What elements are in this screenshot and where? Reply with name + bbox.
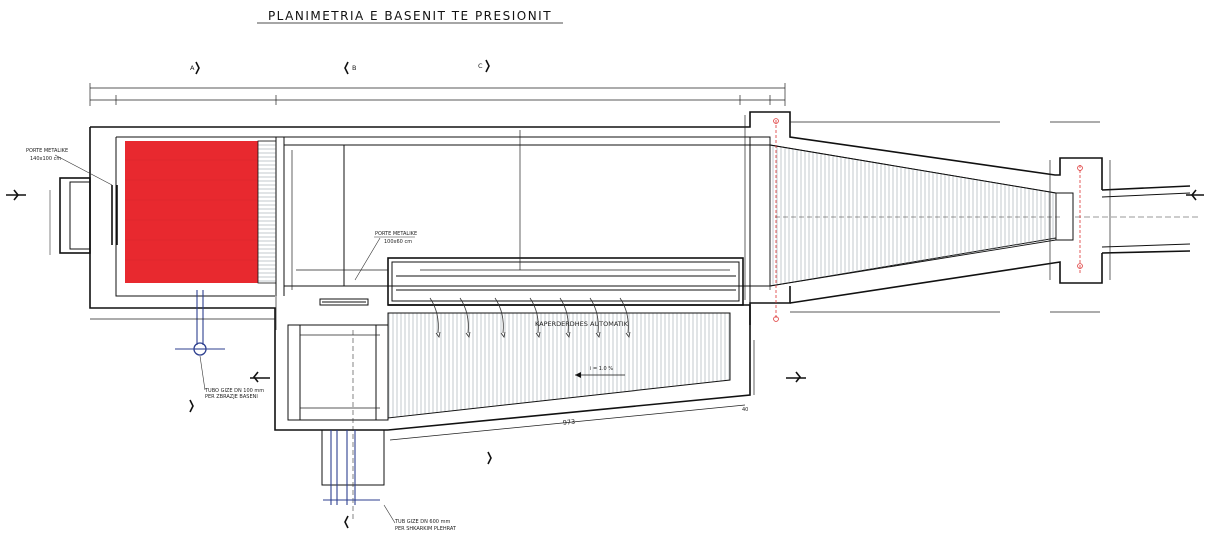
svg-text:A: A — [190, 64, 195, 72]
section-markers: A B C — [6, 59, 1204, 529]
dim-right-label: 40 — [742, 407, 748, 413]
svg-text:B: B — [352, 64, 356, 72]
slope-label: i = 1.0 % — [590, 366, 613, 372]
drawing-title: PLANIMETRIA E BASENIT TE PRESIONIT — [268, 9, 552, 23]
tubo-left-label: TUBO GIZE DN 100 mm — [204, 388, 264, 394]
porte-mid-label: PORTE METALIKE — [375, 231, 417, 237]
tubo-bottom-label-2: PER SHKARKIM PLEHRAT — [395, 526, 457, 532]
top-dimensions — [89, 83, 786, 106]
slope-arrow — [575, 372, 625, 378]
basin-walls — [49, 111, 1200, 520]
tubo-bottom-label: TUB GIZE DN 600 mm — [394, 519, 450, 525]
red-markers — [773, 118, 1083, 322]
red-zone — [125, 141, 258, 283]
porte-top-size: 140x100 cm — [30, 156, 61, 162]
svg-text:C: C — [478, 62, 483, 70]
kapercyes-label: KAPERDERDHES AUTOMATIK — [535, 320, 629, 328]
flap-arcs — [429, 297, 631, 338]
porte-top-label: PORTE METALIKE — [26, 148, 68, 154]
tubo-left-label-2: PER ZBRAZJE BASENI — [205, 394, 258, 400]
red-zone-grid — [125, 159, 258, 261]
inner-dimensions — [90, 115, 1111, 441]
screen-grille — [257, 140, 277, 284]
middle-gate — [319, 237, 381, 306]
blue-pipes — [175, 290, 380, 505]
porte-mid-size: 100x60 cm — [384, 239, 412, 245]
dim-bottom-label: 973 — [562, 418, 575, 427]
